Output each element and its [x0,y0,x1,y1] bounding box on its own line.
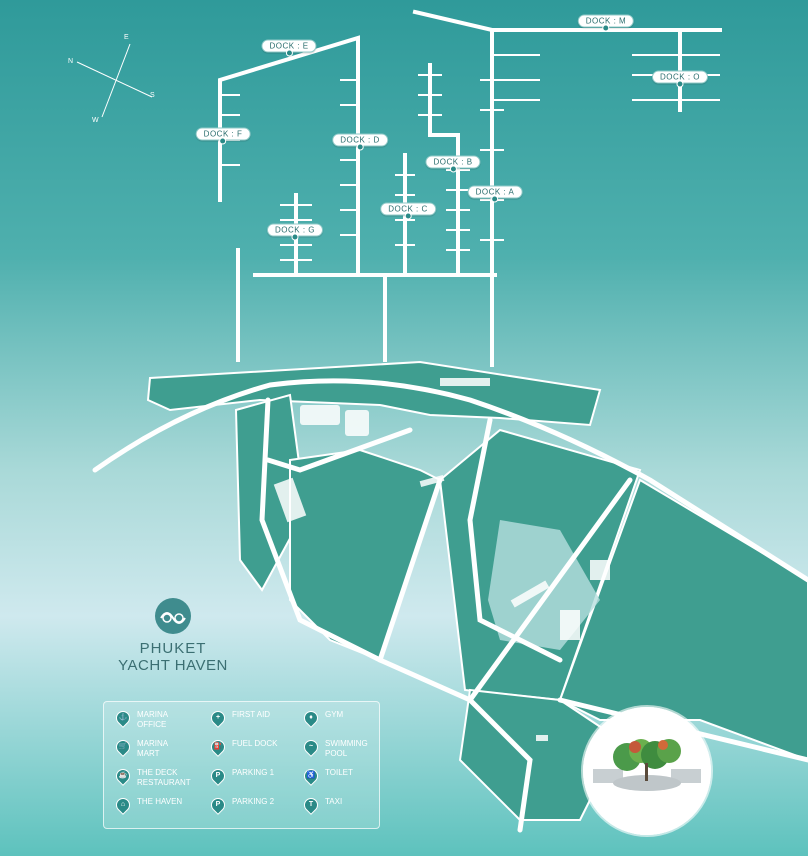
marina-office-icon: ⚓ [113,708,133,728]
legend-item[interactable]: ☕ THE DECK RESTAURANT [113,766,191,797]
dock-d-label[interactable]: DOCK : D [332,133,388,147]
compass: N E S W [62,32,162,132]
legend-item[interactable]: ♦ GYM [301,708,368,739]
dock-e-label[interactable]: DOCK : E [261,39,317,53]
parking-icon: P [208,766,228,786]
dock-f-label[interactable]: DOCK : F [195,127,251,141]
compass-w: W [92,117,99,124]
brand-line1: PHUKET [139,640,207,657]
pool-icon: ~ [301,737,321,757]
legend-label: MARINA MART [137,739,169,758]
legend-label: TAXI [325,797,343,806]
marina-mart-icon: 🛒 [113,737,133,757]
land-areas [146,360,808,821]
legend-item[interactable]: P PARKING 2 [208,795,278,826]
compass-lines-icon [76,43,153,118]
legend-item[interactable]: T TAXI [301,795,368,826]
legend-item[interactable]: P PARKING 1 [208,766,278,797]
brand-logo: PHUKET YACHT HAVEN [118,596,228,674]
legend-item[interactable]: ♿ TOILET [301,766,368,797]
legend-label: PARKING 1 [232,768,275,777]
legend-label: FIRST AID [232,710,271,719]
legend-item[interactable]: ~ SWIMMING POOL [301,737,368,768]
dock-m-label[interactable]: DOCK : M [577,14,635,28]
taxi-icon: T [301,795,321,815]
compass-n: N [68,58,74,65]
toilet-icon: ♿ [301,766,321,786]
legend-label: THE HAVEN [137,797,183,806]
dock-o-label[interactable]: DOCK : O [651,70,709,84]
legend-label: SWIMMING POOL [325,739,368,758]
legend-column-1: ⚓ MARINA OFFICE 🛒 MARINA MART ☕ THE DECK… [113,708,191,826]
dock-a-label[interactable]: DOCK : A [467,185,523,199]
legend-label: MARINA OFFICE [137,710,169,729]
dock-c-label[interactable]: DOCK : C [380,202,436,216]
legend-label: GYM [325,710,344,719]
legend-item[interactable]: ⛽ FUEL DOCK [208,737,278,768]
legend-label: THE DECK RESTAURANT [137,768,191,787]
marina-building-illustration-icon [583,707,711,835]
gym-icon: ♦ [301,708,321,728]
restaurant-icon: ☕ [113,766,133,786]
compass-s: S [150,92,155,99]
dock-fingers [222,54,720,261]
dock-b-label[interactable]: DOCK : B [425,155,481,169]
marina-photo-inset [583,707,711,835]
buildings [273,378,610,741]
legend-item[interactable]: + FIRST AID [208,708,278,739]
legend-label: FUEL DOCK [232,739,278,748]
haven-icon: ⌂ [113,795,133,815]
brand-line2: YACHT HAVEN [118,657,228,674]
dock-g-label[interactable]: DOCK : G [266,223,324,237]
fuel-icon: ⛽ [208,737,228,757]
logo-emblem-icon [155,598,191,634]
legend-item[interactable]: ⌂ THE HAVEN [113,795,191,826]
compass-e: E [124,34,129,41]
legend-label: TOILET [325,768,353,777]
legend-item[interactable]: ⚓ MARINA OFFICE [113,708,191,739]
marina-front-land [146,360,602,427]
legend-column-3: ♦ GYM ~ SWIMMING POOL ♿ TOILET T TAXI [301,708,368,826]
legend-column-2: + FIRST AID ⛽ FUEL DOCK P PARKING 1 P PA… [208,708,278,826]
parking-icon: P [208,795,228,815]
legend-label: PARKING 2 [232,797,275,806]
legend-item[interactable]: 🛒 MARINA MART [113,737,191,768]
first-aid-icon: + [208,708,228,728]
map-legend: ⚓ MARINA OFFICE 🛒 MARINA MART ☕ THE DECK… [103,701,380,829]
